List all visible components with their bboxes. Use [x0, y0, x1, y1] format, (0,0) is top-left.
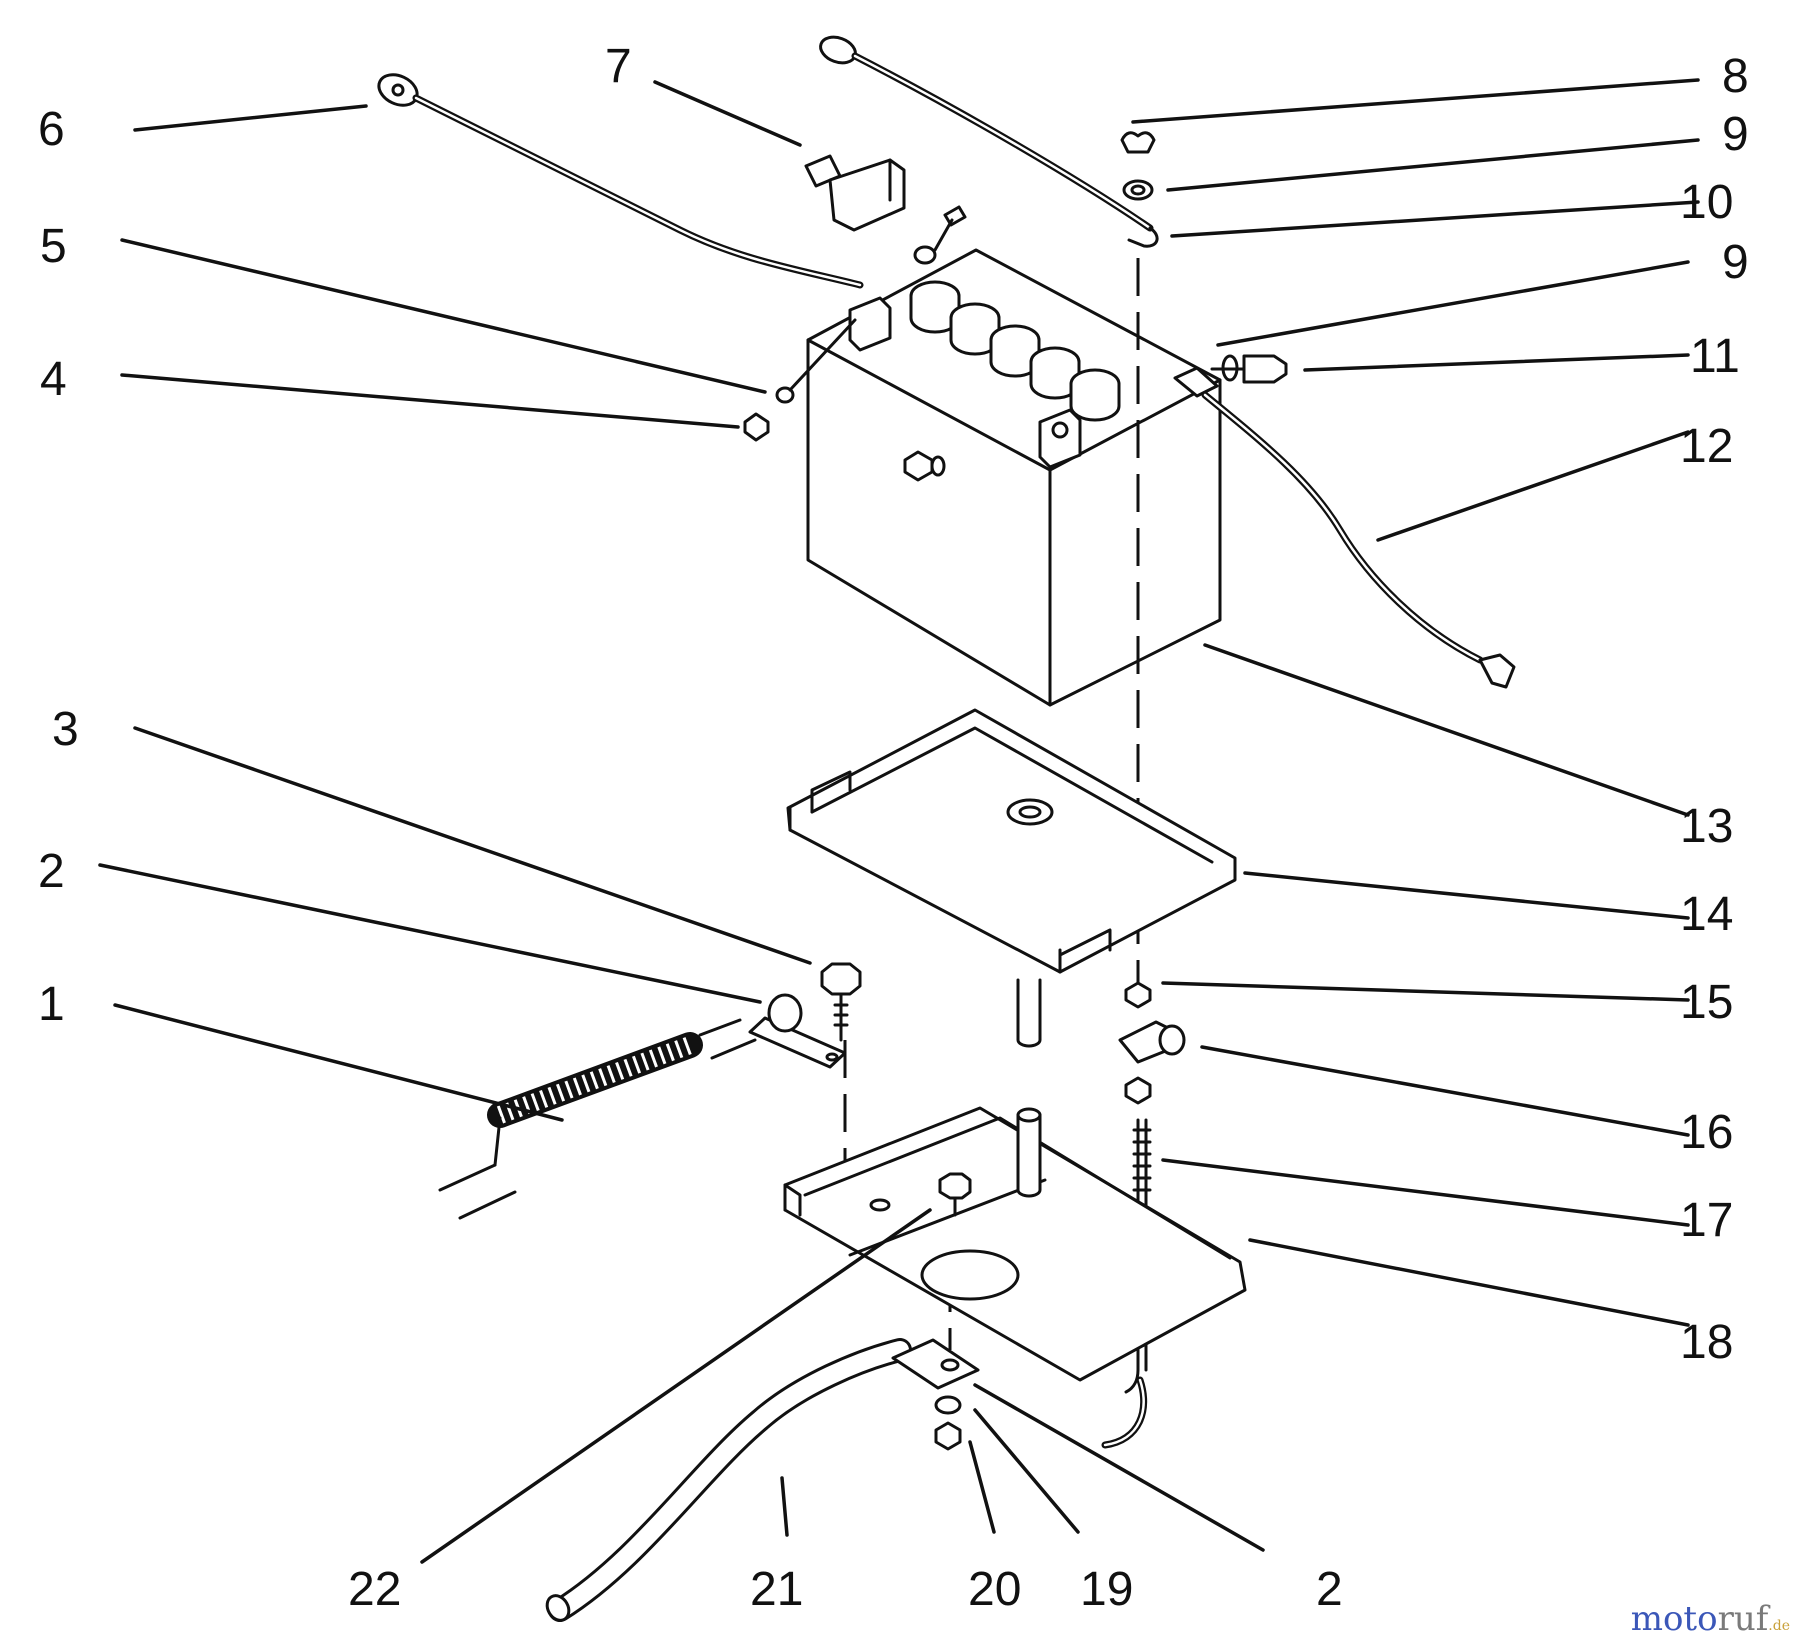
battery-tray: [786, 708, 1237, 1048]
lower-washer: [934, 1395, 962, 1415]
callout-16: 16: [1680, 1106, 1733, 1159]
callout-2-lower: 2: [1316, 1563, 1343, 1616]
leader-lines: [98, 78, 1700, 1564]
terminal-nut: [903, 450, 946, 482]
callout-5: 5: [40, 220, 67, 273]
callout-7: 7: [605, 40, 632, 93]
conduit: [438, 1018, 757, 1220]
watermark-part-c: .de: [1768, 1618, 1790, 1634]
callout-14: 14: [1680, 888, 1733, 941]
battery-cell-caps: [909, 280, 1121, 422]
battery: [806, 248, 1222, 707]
watermark-logo: motoruf.de: [1631, 1599, 1790, 1639]
callout-2-upper: 2: [38, 845, 65, 898]
battery-base-plate: [783, 1106, 1247, 1382]
callout-21: 21: [750, 1563, 803, 1616]
callout-10: 10: [1680, 176, 1733, 229]
callout-12: 12: [1680, 420, 1733, 473]
lower-cable: [545, 1338, 912, 1622]
watermark-part-b: ruf: [1717, 1599, 1769, 1639]
callout-17: 17: [1680, 1194, 1733, 1247]
callout-20: 20: [968, 1563, 1021, 1616]
positive-terminal-hardware: [743, 318, 1288, 482]
tray-stud: [1016, 978, 1042, 1048]
callout-3: 3: [52, 703, 79, 756]
terminal-boot: [804, 154, 906, 232]
callout-4: 4: [40, 353, 67, 406]
negative-cable: [377, 73, 864, 289]
callout-8: 8: [1722, 50, 1749, 103]
callout-11: 11: [1690, 330, 1740, 383]
callout-22: 22: [348, 1563, 401, 1616]
rod-hardware: [1118, 981, 1186, 1105]
callout-18: 18: [1680, 1316, 1733, 1369]
callout-1: 1: [38, 978, 65, 1031]
callout-13: 13: [1680, 800, 1733, 853]
callout-15: 15: [1680, 976, 1733, 1029]
callout-9-lower: 9: [1722, 236, 1749, 289]
callout-labels: 6 7 8 9 10 5 9 4 11 12 3 13 2 14 1 15 16…: [38, 40, 1749, 1616]
cable-clip: [748, 993, 847, 1069]
lower-bracket: [891, 1338, 980, 1390]
negative-nut-washer: [743, 318, 857, 442]
positive-cable: [1173, 366, 1516, 689]
lower-nut: [934, 1421, 962, 1451]
clamp-bolt: [820, 962, 862, 1042]
callout-6: 6: [38, 103, 65, 156]
callout-9-upper: 9: [1722, 108, 1749, 161]
plate-bolt: [938, 1172, 972, 1217]
watermark-part-a: moto: [1630, 1599, 1718, 1639]
negative-terminal: [848, 296, 892, 352]
negative-terminal-bolt: [913, 205, 967, 265]
wing-nut: [1120, 131, 1156, 154]
callout-19: 19: [1080, 1563, 1133, 1616]
hold-down-rod: [819, 35, 1159, 248]
